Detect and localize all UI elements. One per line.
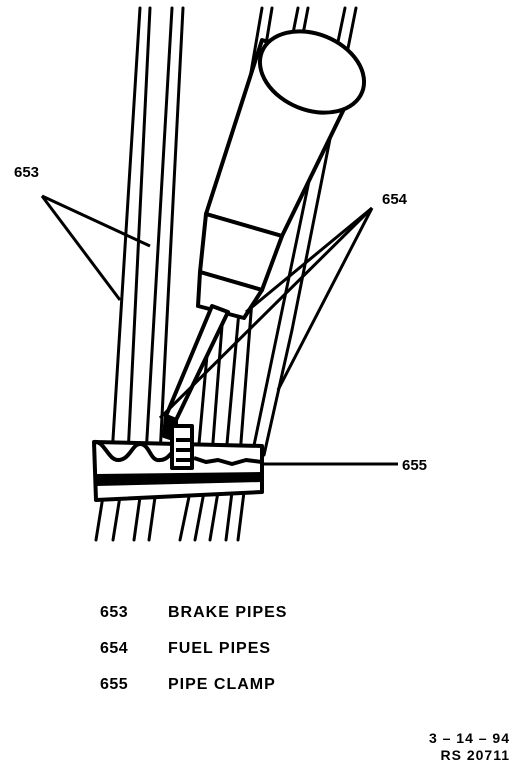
fuel-pipe-1-lower-right <box>193 490 206 542</box>
brake-pipe-2-right-edge <box>158 6 185 457</box>
fuel-pipe-3-mid-right <box>262 328 294 457</box>
leader-654-b <box>158 206 374 420</box>
fuel-pipe-3-mid-left <box>250 328 280 457</box>
callout-655: 655 <box>402 457 427 474</box>
leader-653-a <box>41 194 151 248</box>
legend: 653 BRAKE PIPES 654 FUEL PIPES 655 PIPE … <box>100 604 420 712</box>
leader-654-a <box>245 206 373 314</box>
legend-number: 654 <box>100 640 129 657</box>
pipe-clamp-fuel-seats <box>193 456 263 466</box>
callout-653: 653 <box>14 164 39 181</box>
fuel-pipe-2-lower-right <box>224 490 234 542</box>
fuel-pipe-1-lower-left <box>178 490 192 542</box>
pipe-clamp <box>92 424 264 502</box>
legend-row: 654 FUEL PIPES <box>100 640 420 676</box>
legend-row: 653 BRAKE PIPES <box>100 604 420 640</box>
callout-654: 654 <box>382 191 408 208</box>
pipe-clamp-latch-teeth <box>176 438 190 462</box>
fuel-pipe-2-lower-left <box>208 490 220 542</box>
screwdriver <box>162 29 367 442</box>
brake-pipe-2-left-edge <box>144 6 174 457</box>
legend-description: FUEL PIPES <box>168 640 272 657</box>
fuel-pipe-3-lower-left <box>236 490 246 542</box>
brake-pipe-1-left-edge <box>110 6 142 457</box>
brake-pipe-1-right-edge <box>126 6 152 457</box>
leader-653-b <box>40 195 122 301</box>
leader-654-c <box>276 207 374 391</box>
drawing-number: RS 20711 <box>440 747 510 763</box>
legend-number: 653 <box>100 604 129 621</box>
pipe-clamp-latch <box>170 424 194 470</box>
leader-lines <box>40 194 398 466</box>
fuel-pipe-2-mid-left <box>224 298 242 457</box>
pipe-clamp-top-edge <box>93 439 181 463</box>
fuel-pipe-2-mid-right <box>238 298 254 457</box>
screwdriver-handle-cap <box>257 29 367 115</box>
legend-description: PIPE CLAMP <box>168 676 276 693</box>
pipe-clamp-lower-band <box>94 472 264 486</box>
drawing-date: 3 – 14 – 94 <box>428 730 510 746</box>
drawing-reference: 3 – 14 – 94 RS 20711 <box>429 730 510 764</box>
legend-number: 655 <box>100 676 129 693</box>
legend-description: BRAKE PIPES <box>168 604 288 621</box>
legend-row: 655 PIPE CLAMP <box>100 676 420 712</box>
